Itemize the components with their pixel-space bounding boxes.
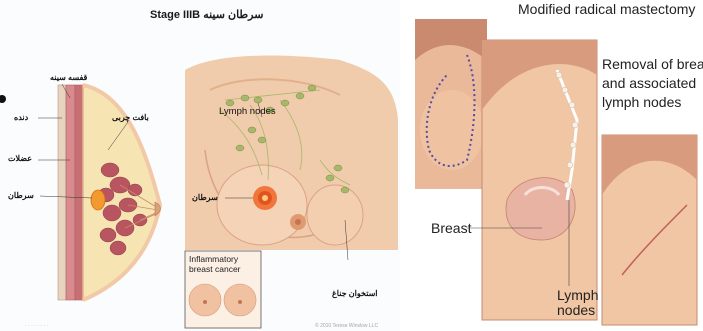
tumor-cross-section (91, 190, 105, 210)
surgery-panel (482, 40, 597, 320)
lymph-label-line-2: nodes (557, 303, 599, 318)
left-credit: · · · · · · · · (25, 323, 48, 329)
label-lymph-nodes-right: Lymph nodes (557, 288, 599, 319)
label-fatty-tissue: بافت چربی (112, 114, 149, 122)
inset-caption-line-2: breast cancer (189, 265, 241, 275)
label-collarbone: استخوان جناغ (332, 290, 378, 298)
label-breast: Breast (431, 220, 471, 236)
label-muscles: عضلات (8, 155, 32, 163)
muscle-layer (66, 85, 75, 300)
stage-iiib-illustration (0, 0, 400, 331)
stage-iiib-figure: Stage IIIB سرطان سینه (0, 0, 400, 331)
label-cancer-body: سرطان (192, 194, 218, 202)
inset-caption: Inflammatory breast cancer (189, 255, 241, 275)
mastectomy-title: Modified radical mastectomy (518, 1, 695, 17)
removal-caption: Removal of breast and associated lymph n… (602, 55, 703, 112)
label-lymph-nodes: Lymph nodes (219, 107, 276, 117)
pre-op-panel (415, 19, 487, 189)
post-op-panel (602, 135, 697, 325)
label-chest-wall: قفسه سینه (50, 74, 87, 82)
lymph-label-line-1: Lymph (557, 288, 599, 303)
removal-caption-line-3: lymph nodes (602, 93, 703, 112)
label-ribs: دنده (14, 114, 28, 122)
mastectomy-figure: Modified radical mastectomy Removal of b… (407, 0, 703, 331)
label-cancer-cross-section: سرطان (8, 192, 34, 200)
removal-caption-line-1: Removal of breast (602, 55, 703, 74)
frontal-body-view (185, 56, 398, 260)
removal-caption-line-2: and associated (602, 74, 703, 93)
mastectomy-illustration (407, 0, 703, 331)
illustration-credit: © 2010 Terese Winslow LLC (315, 323, 378, 329)
